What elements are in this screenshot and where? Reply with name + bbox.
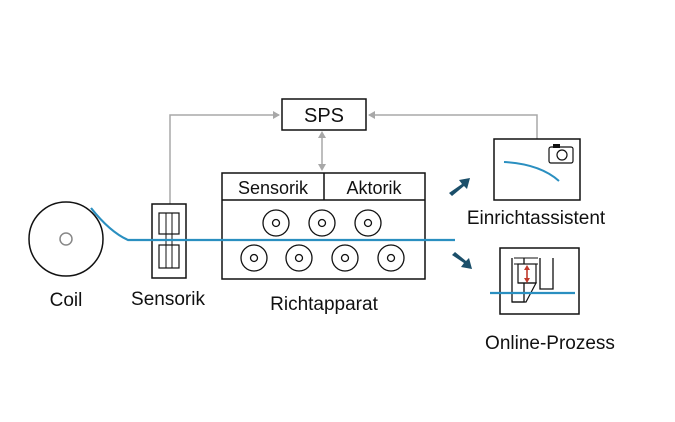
connector-lines (169, 111, 538, 204)
coil-icon (28, 201, 104, 277)
richtapparat-label: Richtapparat (270, 294, 378, 315)
sensorik-station-label: Sensorik (131, 289, 205, 310)
sps-label: SPS (304, 105, 344, 127)
arrow-to-online-prozess (452, 252, 472, 269)
online-prozess-label: Online-Prozess (485, 333, 615, 354)
richtapparat-aktorik-label: Aktorik (346, 178, 402, 198)
richtapparat-sensorik-label: Sensorik (238, 178, 309, 198)
material-strip (90, 207, 455, 242)
online-prozess-box (490, 247, 580, 315)
coil-label: Coil (50, 290, 83, 311)
sensorik-to-sps-line (169, 111, 280, 204)
sps-box: SPS (281, 98, 367, 131)
upper-roller-row (262, 209, 382, 237)
indicator-arrow-icon (524, 265, 530, 283)
camera-icon (548, 144, 574, 164)
einrichtassistent-box (493, 138, 581, 201)
arrow-to-einrichtassistent (449, 178, 470, 196)
assistant-to-sps-line (368, 111, 538, 139)
lower-roller-row (240, 244, 405, 272)
richtapparat-box: Sensorik Aktorik (221, 172, 426, 280)
einrichtassistent-label: Einrichtassistent (467, 208, 606, 229)
